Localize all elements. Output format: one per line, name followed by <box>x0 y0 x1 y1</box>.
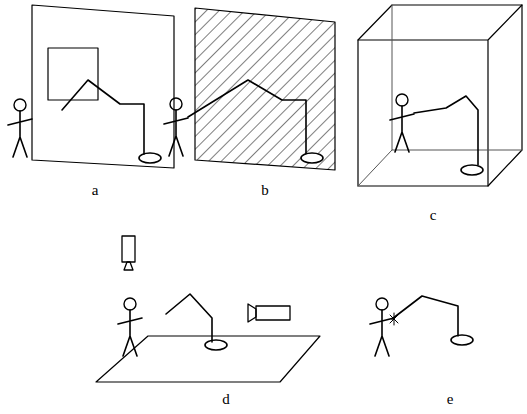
panel-letter: d <box>222 392 230 407</box>
panel-letter: a <box>92 183 99 198</box>
panel-c <box>358 5 522 186</box>
panel-b <box>164 8 335 170</box>
panel-a <box>8 5 174 168</box>
panel-letter: e <box>447 392 454 407</box>
panel-e <box>370 296 473 356</box>
panel-letter: b <box>261 183 269 198</box>
panel-letter: c <box>430 208 437 223</box>
panel-d <box>96 236 320 382</box>
